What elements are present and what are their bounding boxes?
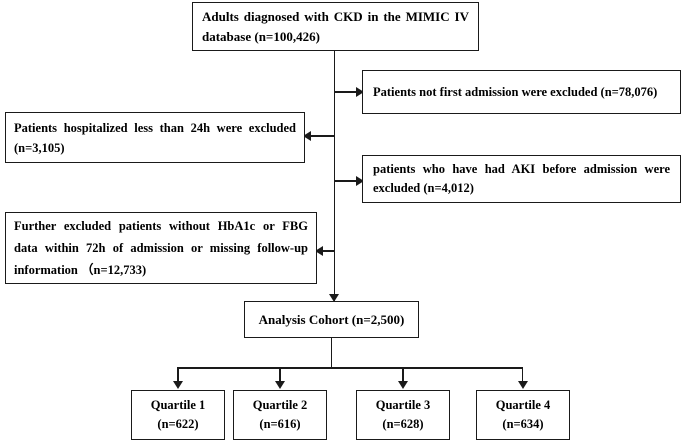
arrowhead-down-q4 bbox=[518, 381, 528, 389]
connector-to-less-24h bbox=[305, 135, 334, 137]
node-quartile-1-count: (n=622) bbox=[157, 417, 199, 431]
connector-to-missing-data bbox=[317, 250, 334, 252]
node-exclusion-prior-aki: patients who have had AKI before admissi… bbox=[362, 155, 681, 203]
node-missing-data-line-1: Further excluded patients without HbA1c … bbox=[14, 219, 308, 233]
node-missing-data-line-3: information （n=12,733) bbox=[14, 263, 147, 277]
node-prior-aki-line-1: patients who have had AKI before admissi… bbox=[373, 162, 670, 176]
node-exclusion-not-first-admission: Patients not first admission were exclud… bbox=[362, 70, 681, 114]
node-quartile-2-count: (n=616) bbox=[259, 417, 301, 431]
arrowhead-down-q1 bbox=[173, 381, 183, 389]
node-quartile-4-count: (n=634) bbox=[502, 417, 544, 431]
node-less-24h-line-1: Patients hospitalized less than 24h were… bbox=[14, 120, 296, 135]
arrowhead-down-q3 bbox=[398, 381, 408, 389]
arrowhead-down-analysis-cohort bbox=[329, 294, 339, 302]
node-quartile-4-label: Quartile 4 bbox=[495, 398, 551, 412]
node-source-line-2: database (n=100,426) bbox=[202, 28, 320, 44]
node-quartile-1: Quartile 1 (n=622) bbox=[131, 390, 225, 440]
arrowhead-right-not-first-admission bbox=[356, 87, 364, 97]
connector-drop-q4 bbox=[521, 367, 524, 383]
arrowhead-right-prior-aki bbox=[356, 176, 364, 186]
connector-drop-q3 bbox=[402, 367, 404, 383]
connector-to-not-first-admission bbox=[334, 91, 362, 93]
node-prior-aki-line-2: excluded (n=4,012) bbox=[373, 181, 474, 195]
connector-cohort-to-bus bbox=[330, 338, 333, 368]
arrowhead-left-missing-data bbox=[315, 246, 323, 256]
node-quartile-4: Quartile 4 (n=634) bbox=[476, 390, 570, 440]
arrowhead-down-q2 bbox=[275, 381, 285, 389]
node-quartile-1-label: Quartile 1 bbox=[150, 398, 206, 412]
connector-to-prior-aki bbox=[334, 180, 362, 182]
node-analysis-cohort-label: Analysis Cohort (n=2,500) bbox=[258, 311, 405, 327]
node-exclusion-missing-data: Further excluded patients without HbA1c … bbox=[5, 212, 317, 284]
node-missing-data-line-2: data within 72h of admission or missing … bbox=[14, 241, 308, 255]
node-source-line-1: Adults diagnosed with CKD in the MIMIC I… bbox=[202, 8, 469, 24]
node-quartile-2: Quartile 2 (n=616) bbox=[233, 390, 327, 440]
connector-main-spine bbox=[333, 51, 336, 301]
node-quartile-2-label: Quartile 2 bbox=[252, 398, 308, 412]
node-source-population: Adults diagnosed with CKD in the MIMIC I… bbox=[192, 2, 479, 51]
node-quartile-3: Quartile 3 (n=628) bbox=[356, 390, 450, 440]
node-exclusion-less-than-24h: Patients hospitalized less than 24h were… bbox=[5, 112, 305, 163]
node-not-first-admission-line-1: Patients not first admission were exclud… bbox=[373, 85, 658, 99]
node-quartile-3-label: Quartile 3 bbox=[375, 398, 431, 412]
connector-quartile-bus bbox=[178, 367, 523, 369]
node-analysis-cohort: Analysis Cohort (n=2,500) bbox=[244, 301, 419, 338]
connector-drop-q2 bbox=[279, 367, 281, 383]
node-quartile-3-count: (n=628) bbox=[382, 417, 424, 431]
connector-drop-q1 bbox=[177, 367, 179, 383]
arrowhead-left-less-24h bbox=[303, 131, 311, 141]
node-less-24h-line-2: (n=3,105) bbox=[14, 140, 65, 155]
